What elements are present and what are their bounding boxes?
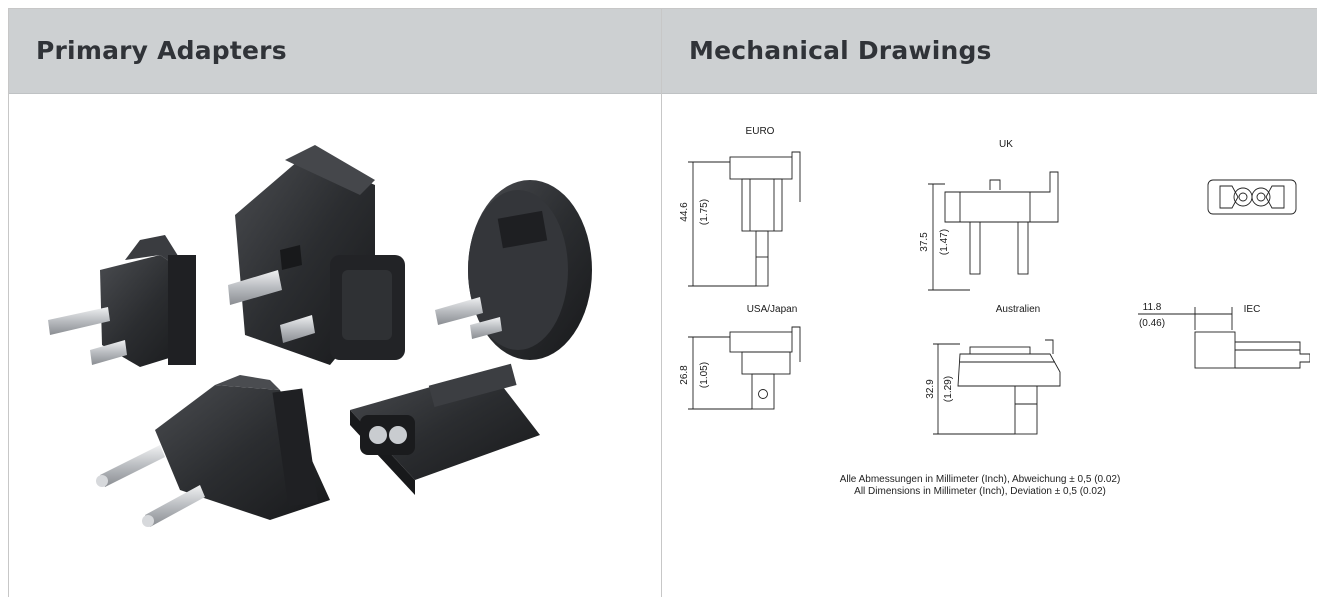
iec-top-drawing (1207, 179, 1297, 215)
usa-japan-dimension-inch: (1.05) (699, 362, 710, 388)
column-divider (661, 9, 662, 597)
usa-japan-label: USA/Japan (747, 304, 798, 315)
australia-dimension-inch: (1.29) (943, 376, 954, 402)
iec-adapter-image (350, 363, 540, 495)
euro-adapter-image (96, 375, 330, 527)
primary-adapters-photo (48, 145, 592, 527)
primary-adapters-heading: Primary Adapters (36, 36, 287, 65)
euro-label: EURO (746, 126, 775, 137)
euro-dimension-inch: (1.75) (699, 199, 710, 225)
uk-label: UK (999, 139, 1013, 150)
australia-adapter-image (435, 180, 592, 360)
mechanical-drawings-heading: Mechanical Drawings (689, 36, 992, 65)
usa-japan-drawing (688, 326, 801, 410)
uk-dimension-inch: (1.47) (939, 229, 950, 255)
uk-adapter-image (228, 145, 405, 365)
iec-dimension-mm: 11.8 (1143, 302, 1162, 313)
mechanical-drawings: EURO UK USA/Japan Australien IEC 44.6 (1… (679, 126, 1310, 435)
australia-label: Australien (996, 304, 1040, 315)
australia-dimension-mm: 32.9 (925, 379, 936, 399)
dimensions-note-english: All Dimensions in Millimeter (Inch), Dev… (854, 486, 1106, 497)
uk-drawing (928, 171, 1059, 291)
usa-japan-dimension-mm: 26.8 (679, 365, 690, 385)
iec-side-drawing (1138, 307, 1310, 369)
euro-drawing (688, 151, 801, 287)
dimensions-note: Alle Abmessungen in Millimeter (Inch), A… (660, 474, 1300, 498)
table-header-row: Primary Adapters Mechanical Drawings (9, 9, 1317, 94)
uk-dimension-mm: 37.5 (919, 232, 930, 252)
usa-adapter-image (48, 235, 196, 367)
dimensions-note-german: Alle Abmessungen in Millimeter (Inch), A… (839, 474, 1121, 485)
euro-dimension-mm: 44.6 (679, 202, 690, 222)
iec-label: IEC (1244, 304, 1261, 315)
australia-drawing (933, 339, 1061, 435)
spec-table: Primary Adapters Mechanical Drawings (8, 8, 1317, 597)
iec-dimension-inch: (0.46) (1139, 318, 1165, 329)
